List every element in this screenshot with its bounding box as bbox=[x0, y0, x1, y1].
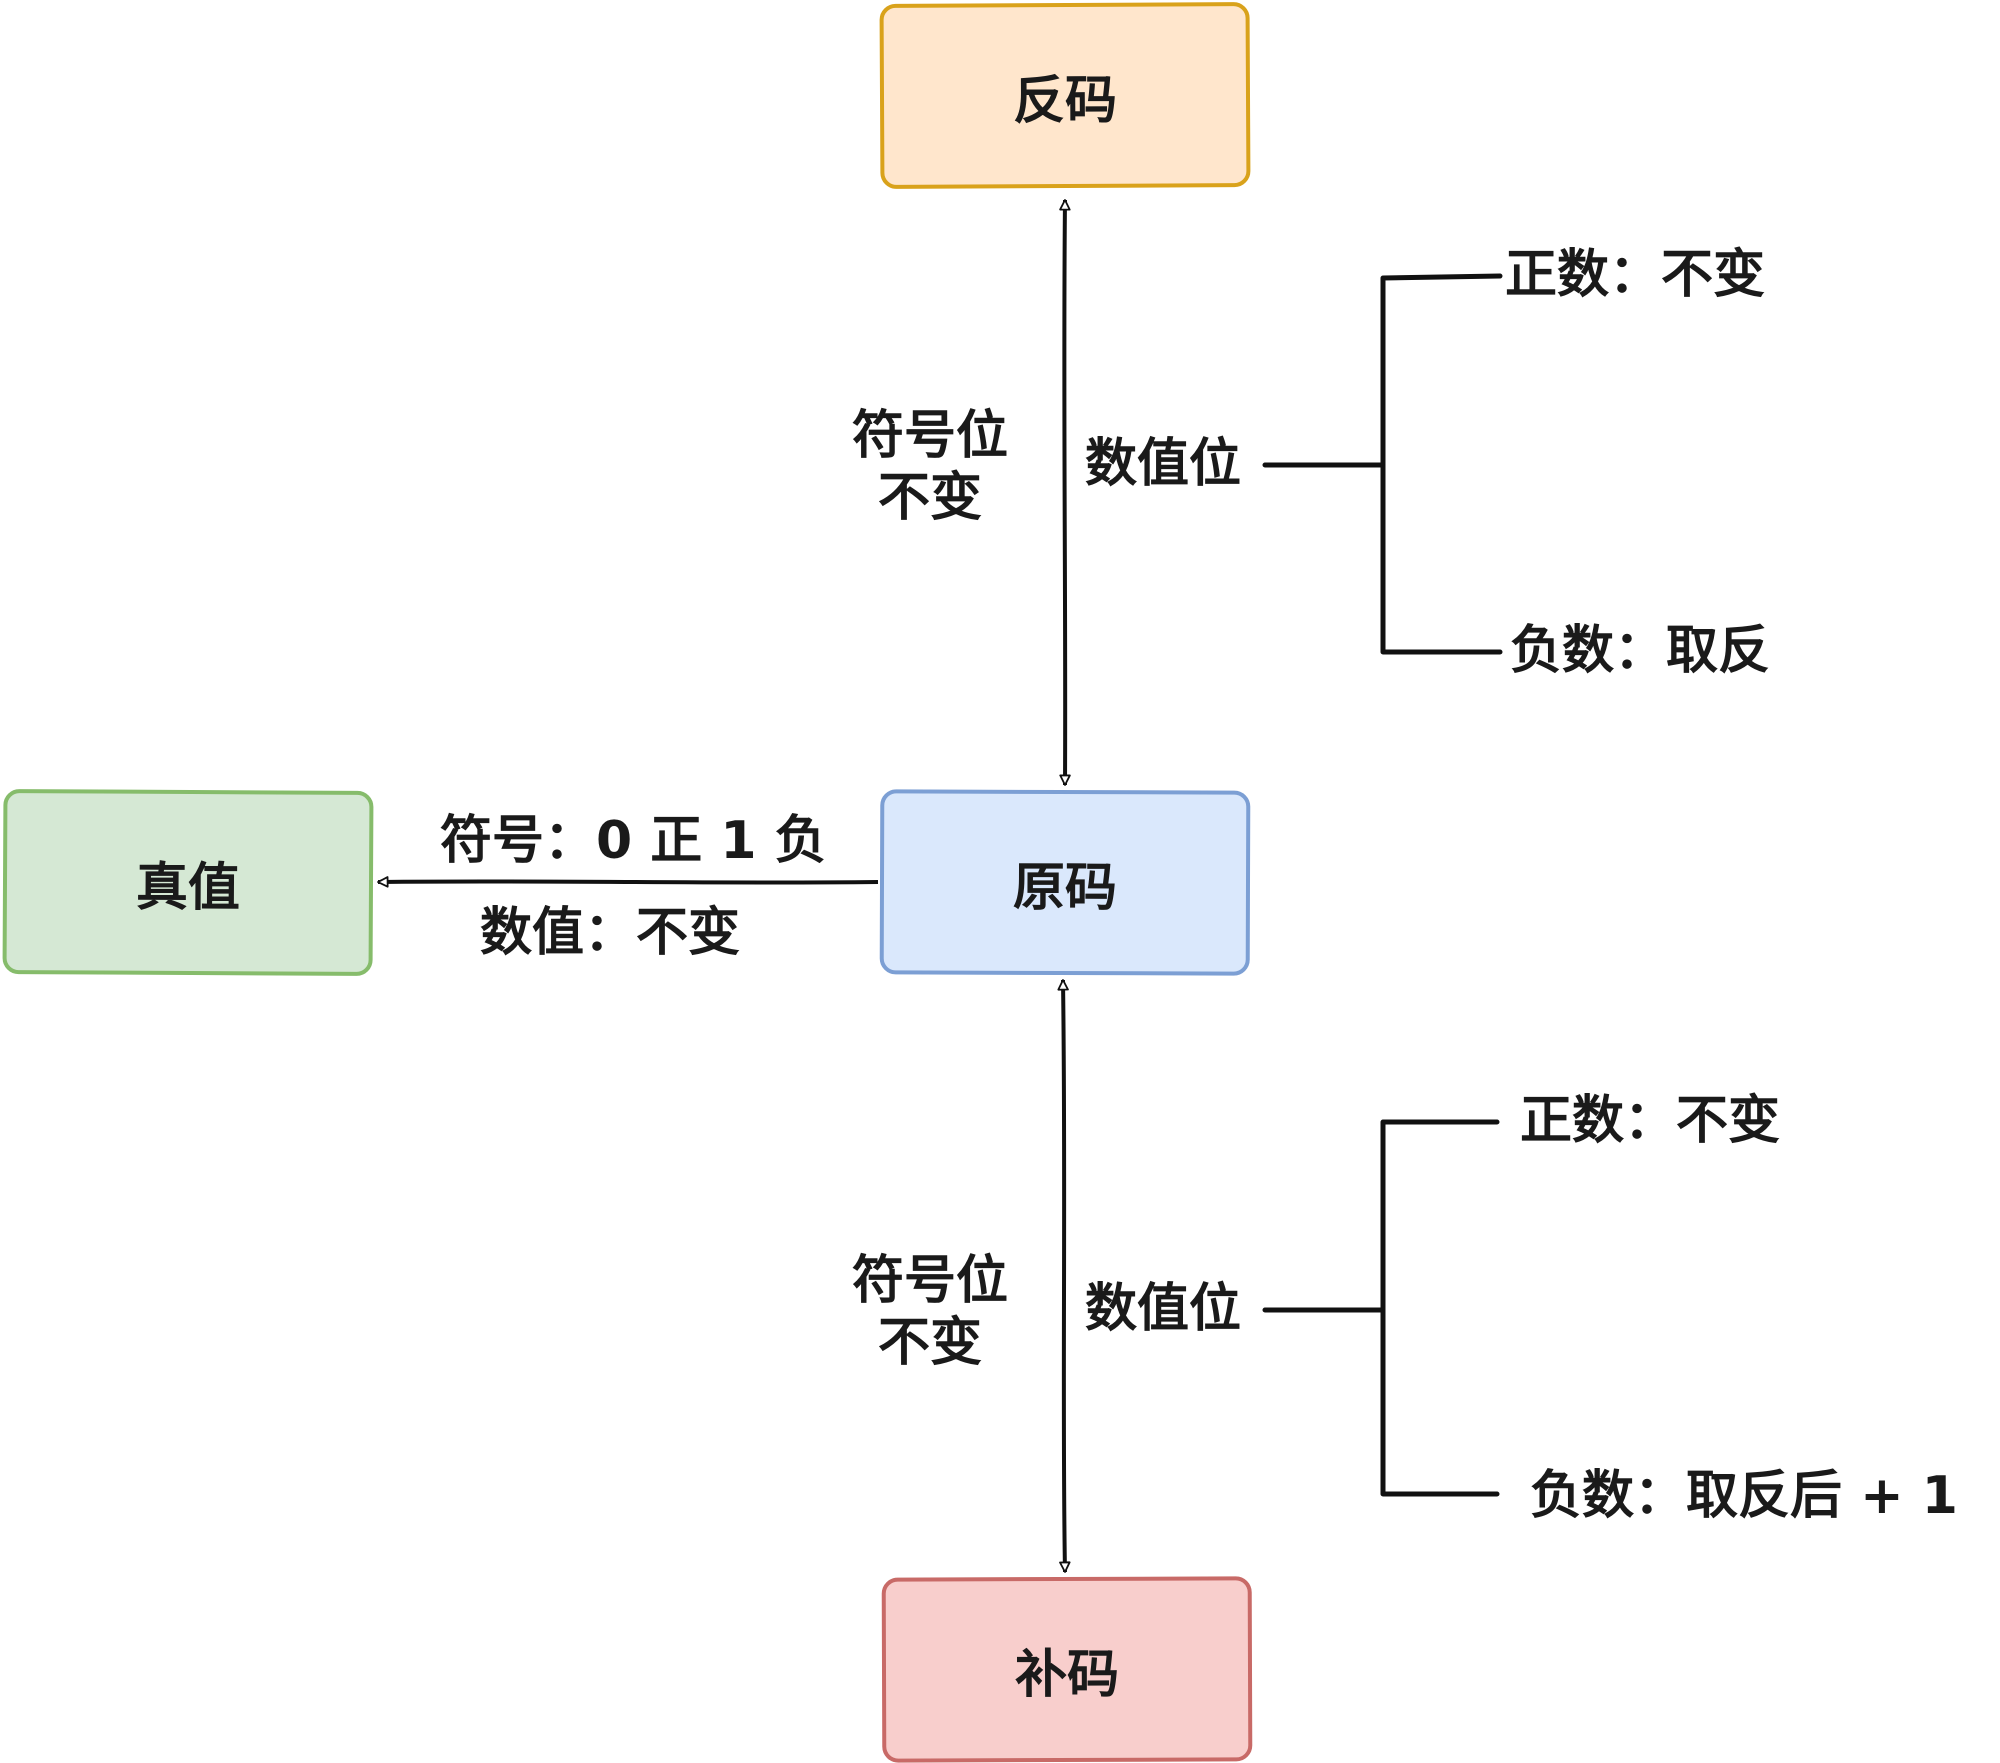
node-zhenzhi-label: 真值 bbox=[135, 857, 241, 919]
bracket-top bbox=[1262, 273, 1503, 655]
bottom-value-label: 数值位 bbox=[1085, 1279, 1242, 1339]
node-fanma[interactable]: 反码 bbox=[879, 2, 1251, 189]
bottom-sign-line1: 符号位 bbox=[851, 1251, 1008, 1311]
left-value-rule: 数值：不变 bbox=[480, 903, 741, 963]
top-sign-label: 符号位 不变 bbox=[830, 405, 1030, 530]
edge-yuanma-fanma bbox=[1059, 199, 1071, 786]
left-sign-rule: 符号：0 正 1 负 bbox=[440, 811, 827, 871]
edge-yuanma-zhenzhi bbox=[377, 876, 879, 888]
node-yuanma-label: 原码 bbox=[1012, 857, 1118, 919]
top-branch-positive: 正数：不变 bbox=[1505, 245, 1766, 305]
bottom-branch-positive: 正数：不变 bbox=[1520, 1091, 1781, 1151]
node-buma-label: 补码 bbox=[1014, 1644, 1120, 1706]
bottom-sign-label: 符号位 不变 bbox=[830, 1250, 1030, 1375]
bottom-sign-line2: 不变 bbox=[877, 1313, 982, 1374]
node-fanma-label: 反码 bbox=[1012, 70, 1118, 132]
bottom-branch-negative: 负数：取反后 + 1 bbox=[1530, 1466, 1958, 1526]
bracket-bottom bbox=[1262, 1119, 1500, 1497]
node-yuanma[interactable]: 原码 bbox=[879, 789, 1251, 976]
top-sign-line1: 符号位 bbox=[851, 406, 1008, 466]
edge-yuanma-buma bbox=[1057, 979, 1071, 1573]
top-value-label: 数值位 bbox=[1085, 434, 1242, 494]
node-buma[interactable]: 补码 bbox=[881, 1576, 1253, 1763]
top-sign-line2: 不变 bbox=[877, 468, 982, 529]
top-branch-negative: 负数：取反 bbox=[1510, 621, 1771, 681]
node-zhenzhi[interactable]: 真值 bbox=[2, 789, 374, 976]
